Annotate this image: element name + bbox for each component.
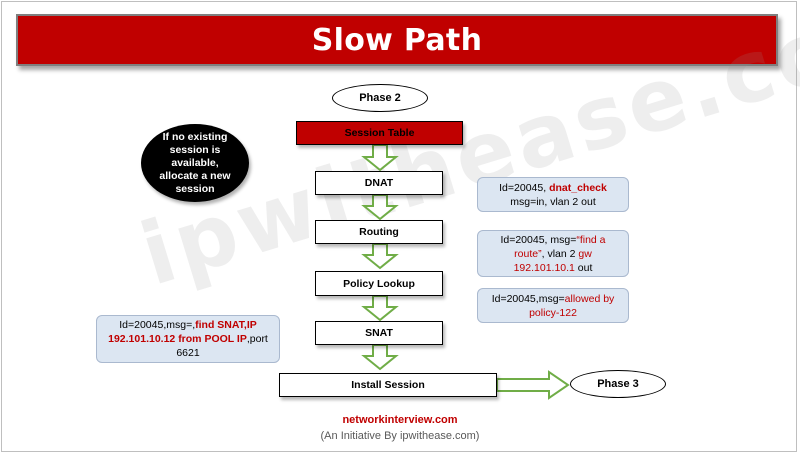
note-routing: Id=20045, msg=“find a route”, vlan 2 gw …: [477, 230, 629, 277]
note-routing-id: Id=20045, msg=: [500, 233, 577, 246]
note-policy-highlight: allowed by policy-122: [529, 292, 615, 319]
note-routing-msg: “find a route”: [514, 233, 606, 260]
phase-2-oval: Phase 2: [332, 84, 428, 112]
note-snat-id: Id=20045,msg=,: [119, 319, 196, 331]
step-policy-lookup: Policy Lookup: [315, 271, 443, 296]
step-routing: Routing: [315, 220, 443, 244]
note-dnat-msg: msg=in, vlan 2 out: [510, 195, 596, 208]
phase-3-oval: Phase 3: [570, 370, 666, 398]
arrow-down-3: [361, 243, 399, 270]
step-snat: SNAT: [315, 321, 443, 345]
step-session-table: Session Table: [296, 121, 463, 145]
page-title: Slow Path: [311, 22, 483, 58]
note-policy: Id=20045,msg=allowed by policy-122: [477, 288, 629, 323]
arrow-right-phase3: [496, 370, 570, 400]
note-dnat-id: Id=20045,: [499, 181, 550, 194]
arrow-down-1: [361, 144, 399, 172]
note-dnat-highlight: dnat_check: [549, 181, 607, 194]
arrow-down-2: [361, 194, 399, 221]
note-dnat: Id=20045, dnat_check msg=in, vlan 2 out: [477, 177, 629, 212]
note-routing-out: out: [574, 261, 593, 274]
note-snat-highlight: find SNAT,IP 192.101.10.12 from POOL IP: [108, 319, 257, 345]
note-policy-id: Id=20045,msg=: [491, 292, 565, 305]
new-session-circle: If no existing session is available, all…: [141, 124, 249, 202]
arrow-down-5: [361, 344, 399, 371]
title-banner: Slow Path: [16, 14, 778, 66]
step-install-session: Install Session: [279, 373, 497, 397]
note-snat-port: ,port 6621: [176, 333, 268, 359]
footer-initiative: (An Initiative By ipwithease.com): [320, 430, 480, 442]
note-routing-gateway: gw 192.101.10.1: [513, 247, 592, 274]
note-snat: Id=20045,msg=,find SNAT,IP 192.101.10.12…: [96, 315, 280, 363]
arrow-down-4: [361, 295, 399, 322]
step-dnat: DNAT: [315, 171, 443, 195]
note-routing-vlan: , vlan 2: [541, 247, 579, 260]
new-session-text: If no existing session is available, all…: [159, 130, 231, 195]
footer-site: networkinterview.com: [342, 414, 458, 426]
